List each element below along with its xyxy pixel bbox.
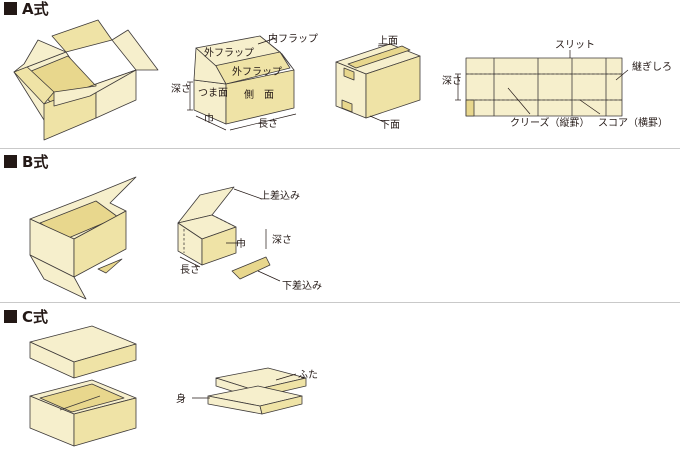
length-label: 長さ (258, 118, 278, 130)
c-type-body-illustration (29, 379, 137, 447)
c-type-lid-illustration (29, 325, 137, 379)
width-label: 巾 (204, 112, 214, 125)
lid-label: ふた (298, 369, 318, 381)
seam-label: 継ぎしろ (632, 60, 672, 73)
square-bullet-icon (4, 310, 17, 323)
crease-label: クリーズ（縦罫） (510, 116, 590, 129)
section-b-title-text: B式 (22, 153, 49, 171)
bottom-face-label: 下面 (380, 120, 400, 131)
length-label: 長さ (180, 264, 200, 276)
inner-flap-label: 内フラップ (268, 32, 318, 45)
section-b: B式 上差込み 巾 深さ 長さ 下差込み (0, 153, 680, 301)
top-face-label: 上面 (378, 35, 398, 47)
outer-flap-label-1: 外フラップ (204, 47, 254, 59)
section-c: C式 ふた 身 (0, 308, 680, 454)
top-tuck-label: 上差込み (260, 189, 300, 202)
bottom-tuck-label: 下差込み (282, 279, 322, 292)
section-c-title-text: C式 (22, 308, 49, 326)
slit-label: スリット (555, 40, 595, 51)
divider-a-b (0, 148, 680, 149)
score-label: スコア（横罫） (598, 116, 668, 129)
section-b-illustrations: 上差込み 巾 深さ 長さ 下差込み (29, 176, 322, 300)
section-b-title: B式 (4, 153, 48, 171)
depth-label-2: 深さ (442, 75, 462, 87)
section-c-title: C式 (4, 308, 48, 326)
top-bottom-box-illustration (335, 43, 421, 123)
labeled-box-illustration (187, 35, 297, 131)
flat-blank-illustration (455, 50, 629, 117)
open-box-illustration (13, 19, 159, 141)
side-face-label: 側 面 (244, 88, 274, 101)
depth-label: 深さ (171, 83, 191, 95)
section-a: A式 (0, 0, 680, 150)
divider-b-c (0, 302, 680, 303)
section-a-title: A式 (4, 0, 49, 18)
body-label: 身 (176, 392, 186, 405)
outer-flap-label-2: 外フラップ (232, 66, 282, 78)
section-a-illustrations: 外フラップ 外フラップ 内フラップ 深さ つま面 側 面 巾 長さ 上面 下面 … (13, 19, 672, 141)
width-label: 巾 (236, 237, 246, 250)
b-type-box-illustration (29, 176, 137, 300)
section-a-title-text: A式 (22, 0, 49, 18)
square-bullet-icon (4, 155, 17, 168)
depth-label: 深さ (272, 234, 292, 246)
section-c-illustrations: ふた 身 (29, 325, 318, 447)
square-bullet-icon (4, 2, 17, 15)
end-face-label: つま面 (198, 87, 228, 99)
b-type-labeled-box-illustration (177, 186, 281, 282)
c-type-stacked-illustration (192, 367, 307, 415)
